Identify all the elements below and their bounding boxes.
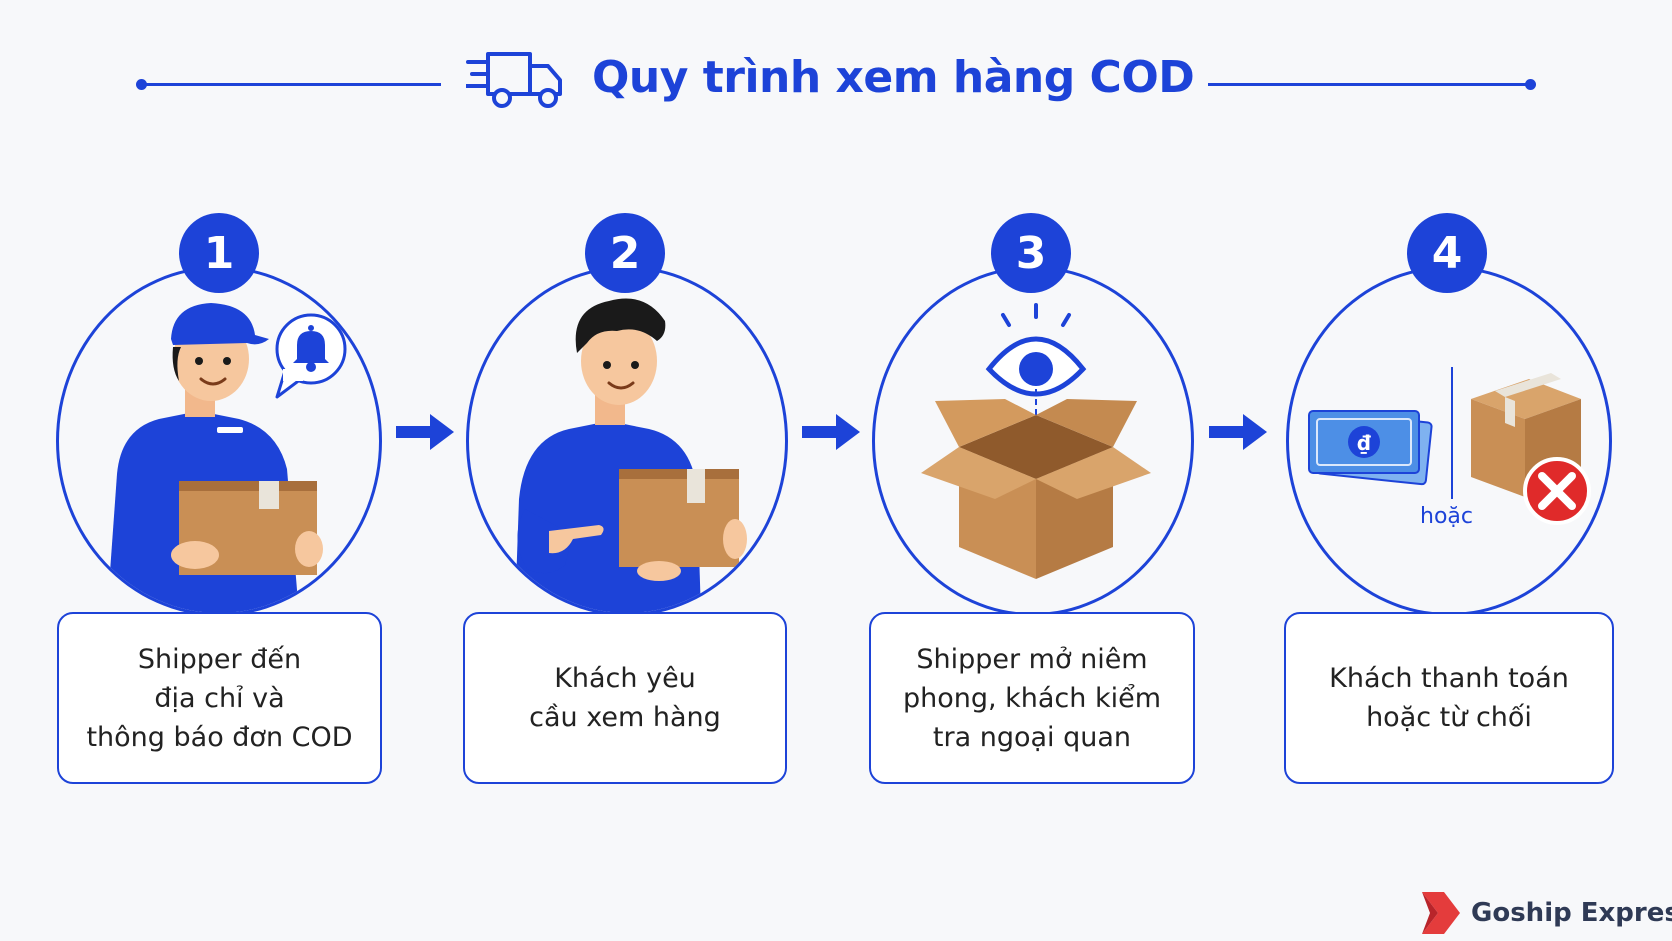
step-3-illustration: [872, 266, 1194, 616]
arrow-right-icon: [802, 414, 860, 450]
arrow-right-icon: [396, 414, 454, 450]
step-2-number-badge: 2: [585, 213, 665, 293]
step-4-illustration: ₫: [1286, 266, 1612, 616]
step-2-illustration: [466, 266, 788, 616]
cash-or-rejected-box-icon: ₫: [1308, 367, 1591, 525]
step-4-number-badge: 4: [1407, 213, 1487, 293]
step-4-card: Khách thanh toán hoặc từ chối: [1284, 612, 1614, 784]
step-3-label: Shipper mở niêm phong, khách kiểm tra ng…: [902, 643, 1162, 753]
step-1-illustration: [56, 266, 382, 616]
arrow-right-icon: [1209, 414, 1267, 450]
step-3-card: Shipper mở niêm phong, khách kiểm tra ng…: [869, 612, 1195, 784]
customer-pointing-icon: [515, 298, 747, 613]
step-3-number-badge: 3: [991, 213, 1071, 293]
title-line-left: [141, 83, 441, 86]
brand-name: Goship Express: [1471, 898, 1672, 928]
goship-chevron-logo-icon: [1422, 892, 1460, 934]
step-2-label: Khách yêu cầu xem hàng: [529, 663, 721, 733]
notification-bell-icon: [275, 313, 347, 399]
or-label: hoặc: [1420, 504, 1473, 529]
step-1-label: Shipper đến địa chỉ và thông báo đơn COD: [86, 643, 353, 753]
svg-text:₫: ₫: [1357, 431, 1371, 455]
step-1-card: Shipper đến địa chỉ và thông báo đơn COD: [57, 612, 382, 784]
page-title: Quy trình xem hàng COD: [592, 52, 1195, 103]
title-line-right: [1208, 83, 1528, 86]
delivery-truck-icon: [466, 52, 562, 108]
title-line-right-dot: [1525, 79, 1536, 90]
shipper-with-box-icon: [107, 303, 323, 613]
eye-open-box-icon: [921, 303, 1151, 579]
step-4-label: Khách thanh toán hoặc từ chối: [1329, 663, 1569, 733]
step-1-number-badge: 1: [179, 213, 259, 293]
step-2-card: Khách yêu cầu xem hàng: [463, 612, 787, 784]
